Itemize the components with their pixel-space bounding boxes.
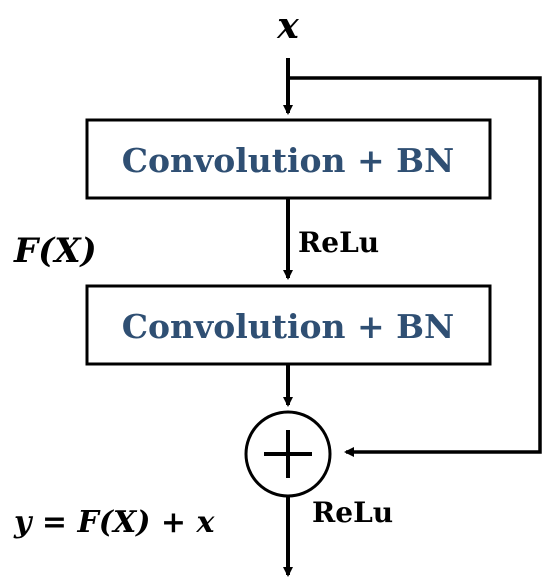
conv-bn-block-1: Convolution + BN	[85, 118, 492, 200]
relu-label-1: ReLu	[298, 226, 379, 259]
conv-bn-block-2: Convolution + BN	[85, 284, 492, 366]
relu-label-2: ReLu	[312, 496, 393, 529]
conv-bn-block-1-label: Convolution + BN	[122, 141, 454, 180]
sum-node	[244, 410, 332, 498]
function-label: F(X)	[13, 231, 97, 271]
input-label: x	[276, 5, 299, 47]
output-equation: y = F(X) + x	[13, 505, 215, 540]
conv-bn-block-2-label: Convolution + BN	[122, 307, 454, 346]
skip-connection	[288, 76, 542, 457]
